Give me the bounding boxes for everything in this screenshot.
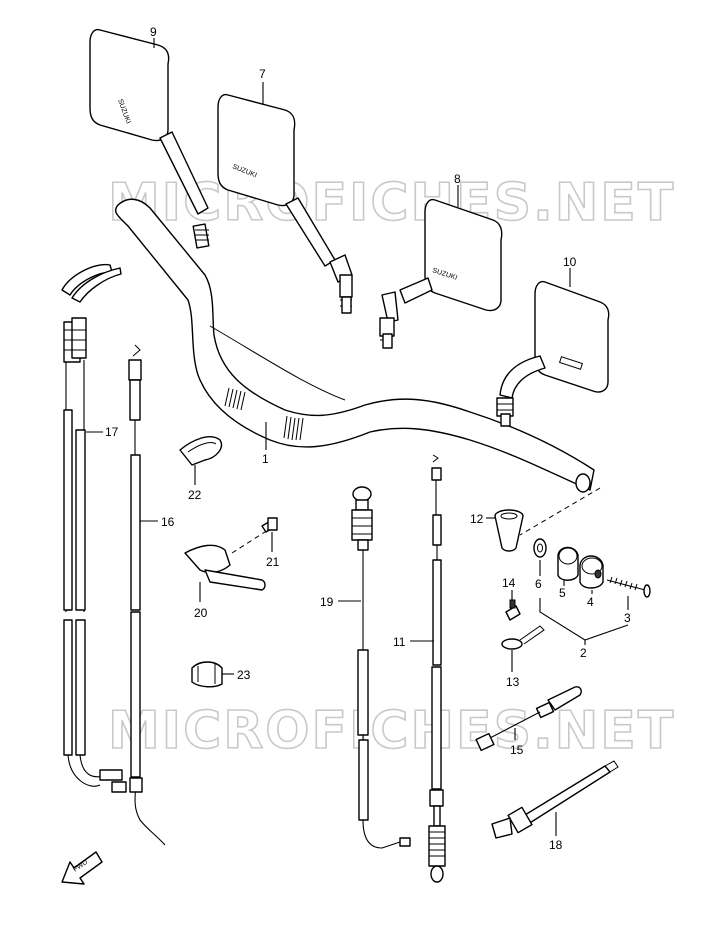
washer-6 bbox=[533, 538, 547, 558]
leader-21-dashed bbox=[231, 529, 269, 554]
callout-10: 10 bbox=[563, 255, 577, 269]
callout-6: 6 bbox=[535, 577, 542, 591]
callout-3: 3 bbox=[624, 611, 631, 625]
mirror-9: SUZUKI bbox=[89, 28, 210, 249]
callout-2: 2 bbox=[580, 646, 587, 660]
end-weight-5 bbox=[557, 546, 579, 581]
callout-13: 13 bbox=[506, 675, 520, 689]
grip-insert-12 bbox=[494, 509, 524, 552]
bolt-21 bbox=[261, 517, 278, 533]
clamp-23 bbox=[191, 661, 223, 688]
throttle-cable-assembly bbox=[61, 263, 127, 793]
mirror-8: SUZUKI bbox=[379, 198, 503, 349]
handlebar-end-dashed-leader bbox=[519, 487, 601, 536]
clamp-22 bbox=[179, 436, 223, 466]
callout-9: 9 bbox=[150, 25, 157, 39]
callout-4: 4 bbox=[587, 595, 594, 609]
callout-17: 17 bbox=[105, 425, 119, 439]
clip-13 bbox=[501, 625, 545, 650]
callout-7: 7 bbox=[259, 67, 266, 81]
callout-15: 15 bbox=[510, 743, 524, 757]
callout-14: 14 bbox=[502, 576, 516, 590]
cable-19 bbox=[351, 486, 411, 849]
callout-8: 8 bbox=[454, 172, 461, 186]
handlebar bbox=[114, 198, 595, 493]
starter-lever-15 bbox=[475, 686, 582, 752]
watermark-bottom: MICROFICHES.NET bbox=[108, 701, 675, 761]
callout-16: 16 bbox=[161, 515, 175, 529]
callout-1: 1 bbox=[262, 452, 269, 466]
cable-11 bbox=[428, 454, 446, 883]
mirror-7: SUZUKI bbox=[217, 93, 353, 314]
callout-5: 5 bbox=[559, 586, 566, 600]
end-weight-4 bbox=[579, 555, 604, 589]
callout-21: 21 bbox=[266, 555, 280, 569]
screw-3 bbox=[606, 576, 651, 598]
callout-18: 18 bbox=[549, 838, 563, 852]
cable-tie-18 bbox=[491, 760, 619, 839]
handlebar-knurl-right bbox=[283, 415, 304, 441]
callout-22: 22 bbox=[188, 488, 202, 502]
clutch-cable-16 bbox=[128, 344, 166, 846]
handlebar-knurl-left bbox=[224, 387, 246, 411]
bracket-2 bbox=[539, 598, 629, 641]
screw-14 bbox=[505, 599, 521, 621]
bracket-20 bbox=[184, 544, 266, 591]
callout-12: 12 bbox=[470, 512, 484, 526]
fwd-arrow: FWD bbox=[61, 851, 103, 885]
mirror-10 bbox=[496, 280, 610, 427]
callout-11: 11 bbox=[393, 635, 406, 649]
callout-23: 23 bbox=[237, 668, 251, 682]
callout-19: 19 bbox=[320, 595, 334, 609]
callout-20: 20 bbox=[194, 606, 208, 620]
